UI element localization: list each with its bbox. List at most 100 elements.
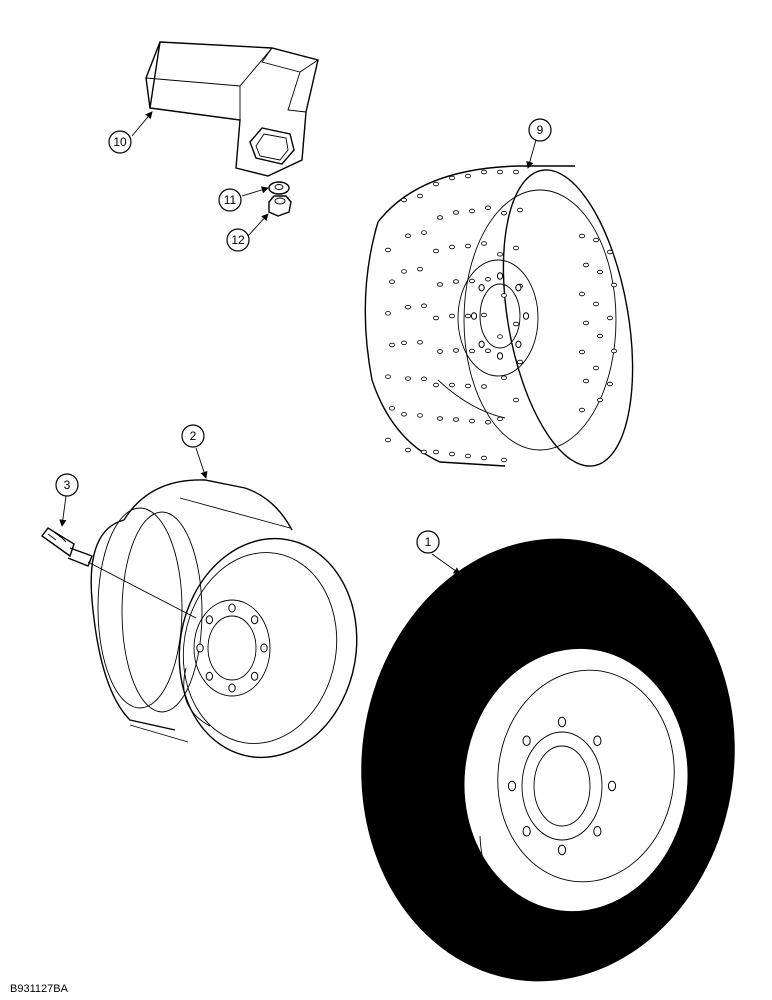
callout-2: 2	[181, 424, 205, 448]
perforation-hole	[448, 244, 455, 250]
perforation-hole	[432, 315, 439, 321]
callout-11: 11	[218, 188, 242, 212]
bolt-hole	[515, 340, 522, 348]
bolt-hole	[557, 716, 567, 728]
perforation-hole	[436, 349, 443, 354]
perforation-hole	[579, 349, 586, 355]
bolt-hole	[496, 352, 504, 360]
tire-wheel-part-1	[361, 538, 735, 982]
svg-text:1: 1	[425, 535, 432, 549]
callout-12: 12	[226, 228, 250, 252]
perforation-hole	[480, 169, 487, 175]
perforation-hole	[388, 279, 395, 284]
perforation-hole	[432, 181, 439, 187]
nut-part-12	[268, 195, 292, 217]
perforation-hole	[468, 208, 475, 214]
valve-stem-part-3	[41, 527, 197, 619]
perforation-hole	[464, 383, 471, 389]
perforation-hole	[517, 207, 524, 213]
leader-2	[195, 447, 208, 479]
bolt-hole	[250, 615, 259, 625]
svg-text:11: 11	[224, 193, 237, 207]
bolt-hole	[515, 284, 522, 292]
callout-9: 9	[528, 118, 552, 142]
perforation-hole	[384, 247, 391, 253]
perforation-hole	[404, 447, 411, 453]
bracket-part-10	[145, 41, 319, 177]
perforation-hole	[579, 407, 586, 413]
bolt-hole	[205, 615, 214, 625]
perforation-hole	[500, 457, 507, 463]
perforation-hole	[452, 210, 459, 215]
bolt-hole	[228, 603, 236, 613]
perforation-hole	[513, 321, 520, 327]
perforation-hole	[420, 230, 427, 235]
perforation-hole	[420, 303, 427, 308]
perforation-hole	[593, 365, 600, 371]
perforation-hole	[416, 413, 423, 418]
perforation-hole	[384, 374, 391, 379]
perforation-hole	[432, 449, 439, 455]
perforation-hole	[593, 301, 600, 307]
perforation-hole	[420, 449, 427, 455]
perforation-hole	[432, 382, 439, 388]
perforation-hole	[583, 378, 590, 384]
perforation-hole	[513, 245, 520, 251]
perforation-hole	[464, 173, 471, 179]
leader-3	[59, 495, 67, 527]
perforation-hole	[420, 376, 427, 382]
callout-3: 3	[55, 473, 79, 497]
perforation-hole	[496, 169, 503, 175]
perforation-hole	[513, 169, 520, 175]
perforation-hole	[484, 205, 491, 210]
bolt-hole	[250, 671, 259, 681]
perforation-hole	[607, 315, 614, 321]
perforation-hole	[500, 293, 507, 298]
bolt-hole	[607, 780, 617, 792]
perforation-hole	[496, 334, 503, 339]
perforation-hole	[484, 348, 491, 353]
perforation-hole	[496, 252, 503, 257]
bolt-hole	[228, 683, 236, 693]
perforation-hole	[597, 269, 604, 275]
bolt-hole	[522, 735, 531, 747]
perforation-hole	[583, 320, 590, 326]
bolt-hole	[593, 735, 602, 747]
bolt-hole	[522, 825, 531, 837]
perforation-hole	[468, 278, 475, 284]
svg-text:3: 3	[64, 478, 71, 492]
perforation-hole	[464, 243, 471, 249]
perforation-hole	[468, 348, 475, 354]
svg-text:2: 2	[190, 429, 197, 443]
perforation-hole	[464, 453, 471, 459]
bolt-hole	[593, 825, 602, 837]
perforation-hole	[480, 312, 487, 318]
perforation-hole	[484, 420, 491, 425]
perforation-hole	[448, 382, 455, 388]
perforation-hole	[480, 455, 487, 461]
rim-part-2	[90, 479, 358, 759]
perforation-hole	[607, 381, 614, 387]
perforation-hole	[452, 348, 459, 353]
perforation-hole	[400, 197, 407, 203]
bolt-hole	[478, 284, 485, 292]
leader-9	[526, 139, 537, 169]
perforation-hole	[404, 304, 411, 310]
perforation-hole	[416, 193, 423, 199]
perforation-hole	[579, 291, 586, 297]
bolt-hole	[496, 272, 504, 280]
perforation-hole	[513, 397, 520, 403]
bolt-hole	[260, 643, 268, 653]
perforation-hole	[400, 412, 407, 417]
perforation-hole	[436, 416, 443, 421]
perforation-hole	[436, 215, 443, 220]
perforation-hole	[384, 311, 391, 316]
perforation-hole	[611, 348, 618, 354]
perforation-hole	[611, 282, 618, 288]
leader-1	[431, 553, 461, 575]
perforation-hole	[404, 233, 411, 238]
drawing-code: B931127BA	[10, 983, 69, 995]
perforation-hole	[597, 333, 604, 339]
perforation-hole	[500, 210, 507, 216]
bolt-hole	[205, 671, 214, 681]
